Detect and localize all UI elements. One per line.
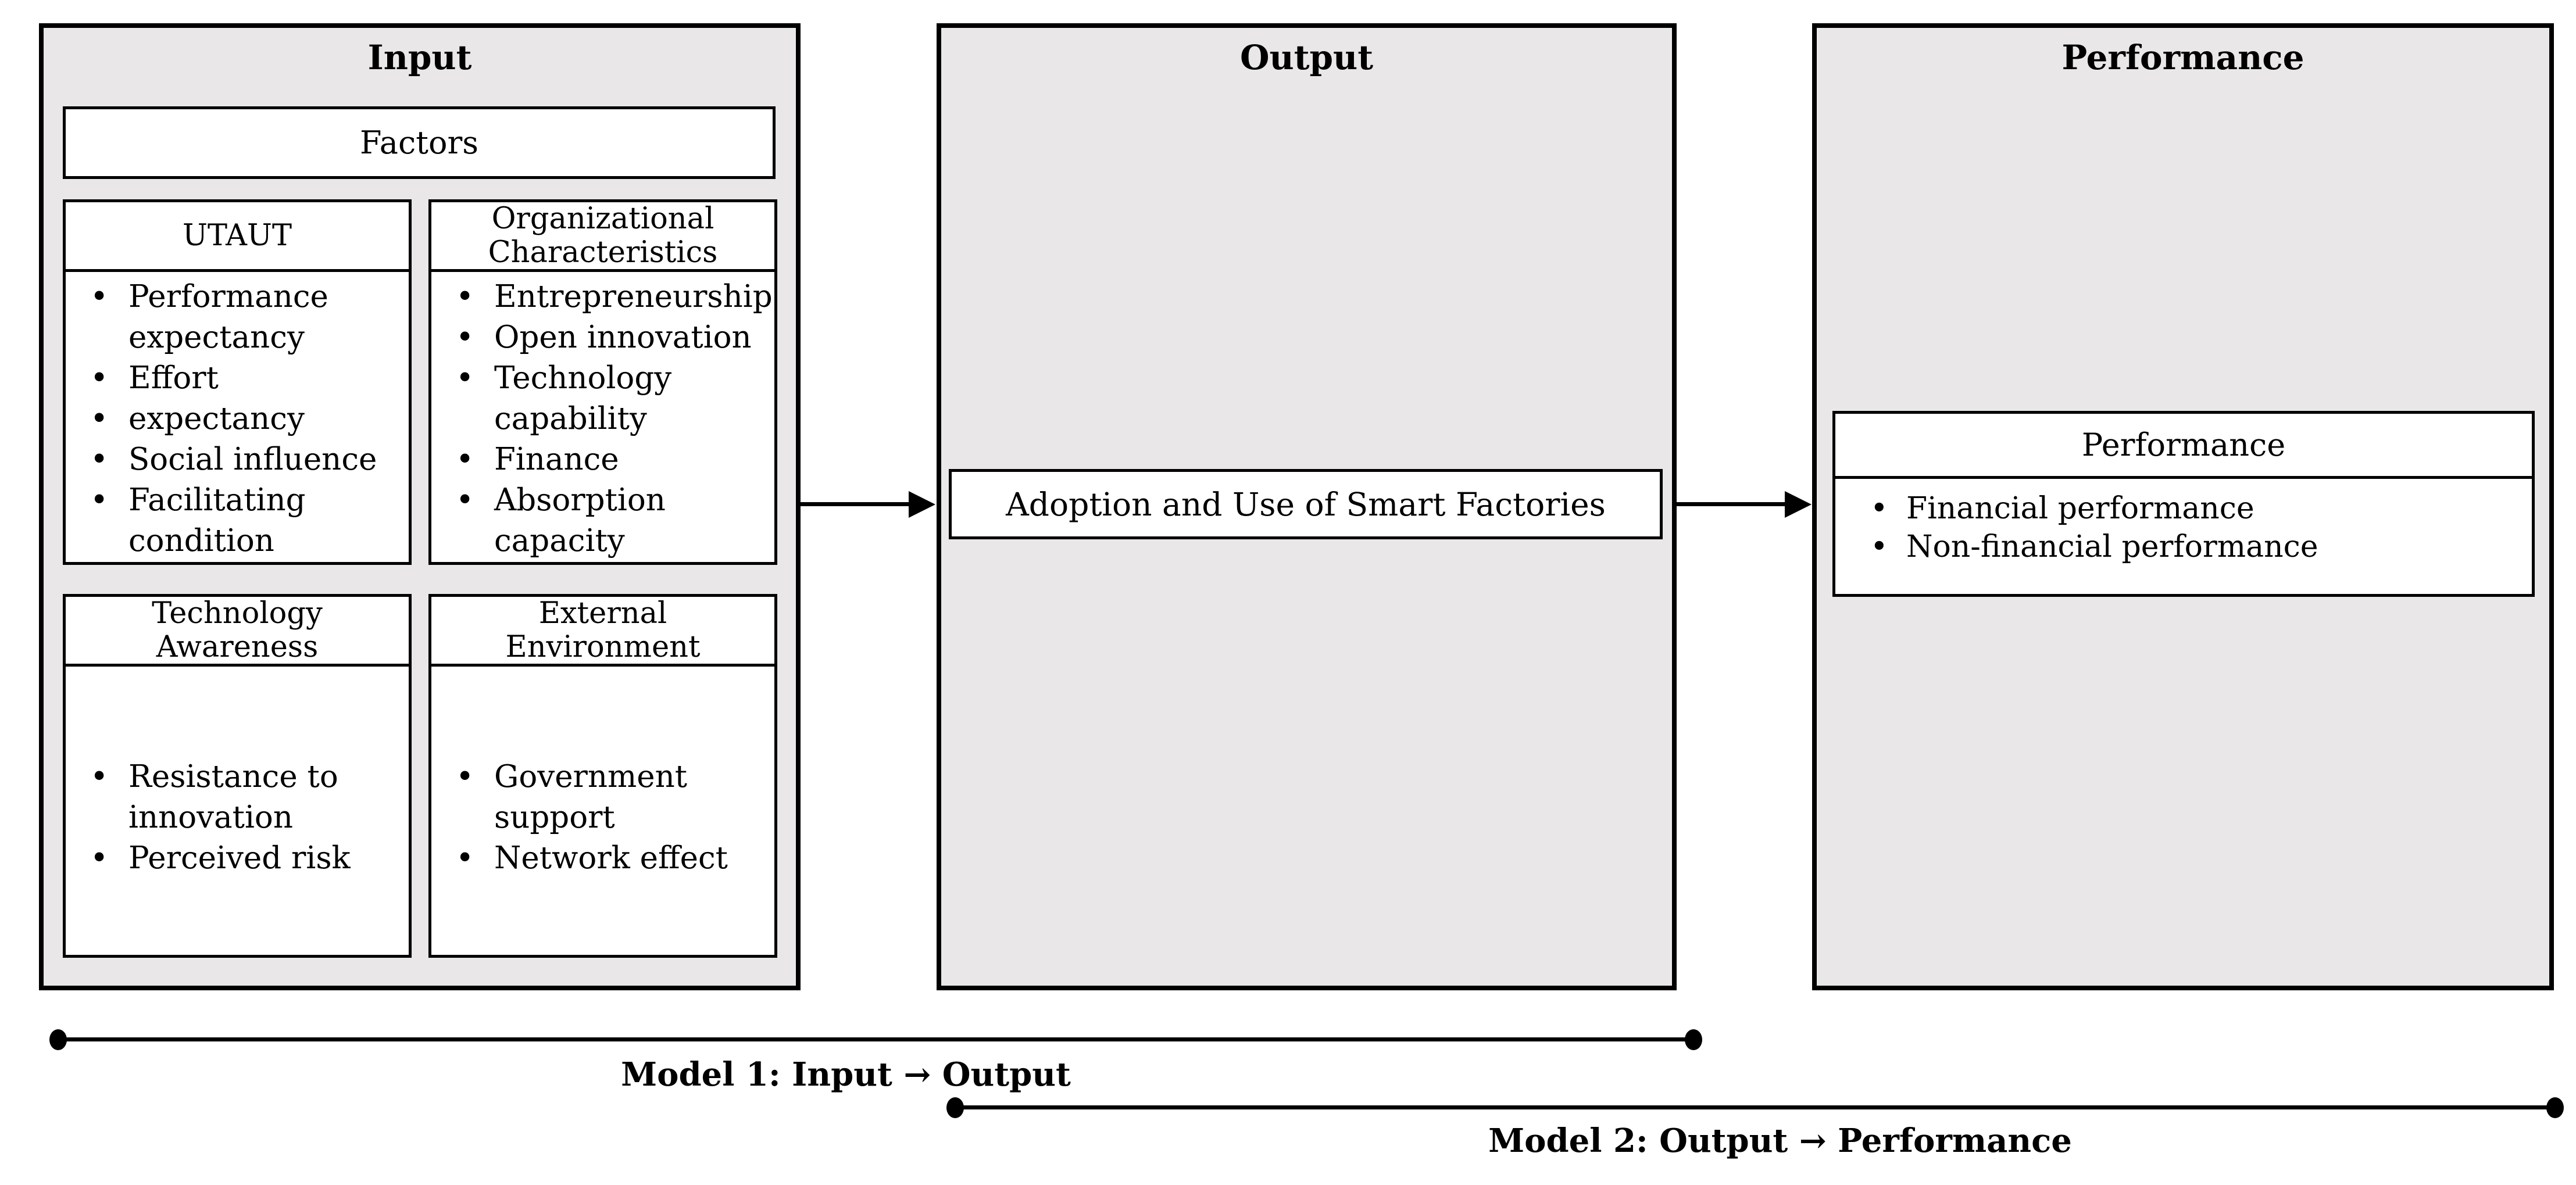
bullet-icon bbox=[456, 277, 494, 317]
line-endpoint-dot bbox=[49, 1029, 67, 1050]
performance-box-body: Financial performance Non-financial perf… bbox=[1835, 479, 2532, 566]
arrow-right-icon bbox=[1785, 491, 1812, 518]
list-item-text: Resistance to innovation bbox=[128, 759, 338, 835]
list-item: Resistance to innovation bbox=[90, 757, 398, 838]
list-item: Network effect bbox=[456, 838, 764, 879]
input-output-arrow-line bbox=[801, 502, 909, 506]
list-item-text: Government support bbox=[494, 759, 688, 835]
technology-awareness-body: Resistance to innovation Perceived risk bbox=[66, 667, 409, 879]
output-panel: Output Adoption and Use of Smart Factori… bbox=[937, 23, 1677, 990]
performance-box-header: Performance bbox=[1835, 414, 2532, 479]
list-item: Social influence bbox=[90, 439, 398, 480]
list-item: Absorption capacity bbox=[456, 480, 764, 561]
model1-range-line bbox=[56, 1037, 1695, 1041]
bullet-icon bbox=[456, 757, 494, 838]
list-item-text: Open innovation bbox=[494, 320, 752, 355]
bullet-icon bbox=[90, 358, 128, 399]
list-item-text: Performance expectancy bbox=[128, 279, 328, 355]
list-item: expectancy bbox=[90, 399, 398, 439]
bullet-icon bbox=[90, 757, 128, 838]
list-item: Performance expectancy bbox=[90, 277, 398, 358]
technology-awareness-box: Technology Awareness Resistance to innov… bbox=[63, 594, 412, 958]
list-item-text: Facilitating condition bbox=[128, 482, 306, 559]
list-item: Entrepreneurship bbox=[456, 277, 773, 317]
list-item-text: Non-financial performance bbox=[1906, 529, 2318, 564]
list-item: Effort bbox=[90, 358, 398, 399]
list-item: Perceived risk bbox=[90, 838, 398, 879]
external-environment-box: External Environment Government support … bbox=[428, 594, 777, 958]
list-item-text: Network effect bbox=[494, 840, 728, 876]
adoption-box: Adoption and Use of Smart Factories bbox=[949, 469, 1663, 539]
organizational-characteristics-body: Entrepreneurship Open innovation Technol… bbox=[431, 272, 774, 561]
bullet-icon bbox=[1870, 489, 1906, 528]
list-item: Non-financial performance bbox=[1870, 528, 2520, 566]
performance-panel: Performance Performance Financial perfor… bbox=[1812, 23, 2554, 990]
model1-label: Model 1: Input → Output bbox=[621, 1055, 1071, 1094]
bullet-icon bbox=[90, 439, 128, 480]
factors-box: Factors bbox=[63, 106, 776, 179]
list-item: Open innovation bbox=[456, 317, 764, 358]
list-item-text: Perceived risk bbox=[128, 840, 351, 876]
input-panel-title: Input bbox=[367, 38, 472, 77]
bullet-icon bbox=[456, 358, 494, 439]
list-item: Financial performance bbox=[1870, 489, 2520, 528]
bullet-icon bbox=[90, 277, 128, 358]
list-item: Technology capability bbox=[456, 358, 764, 439]
bullet-icon bbox=[90, 480, 128, 561]
external-environment-body: Government support Network effect bbox=[431, 667, 774, 879]
list-item-text: Effort bbox=[128, 360, 219, 396]
list-item-text: Absorption capacity bbox=[494, 482, 666, 559]
list-item-text: Finance bbox=[494, 442, 619, 477]
bullet-icon bbox=[90, 399, 128, 439]
bullet-icon bbox=[456, 439, 494, 480]
model2-range-line bbox=[955, 1105, 2556, 1109]
input-panel: Input Factors UTAUT Performance expectan… bbox=[39, 23, 801, 990]
factors-label: Factors bbox=[360, 124, 478, 161]
list-item-text: Social influence bbox=[128, 442, 377, 477]
line-endpoint-dot bbox=[1685, 1029, 1702, 1050]
line-endpoint-dot bbox=[2546, 1097, 2564, 1118]
arrow-right-icon bbox=[909, 491, 935, 518]
adoption-box-label: Adoption and Use of Smart Factories bbox=[1006, 485, 1606, 523]
organizational-characteristics-box: Organizational Characteristics Entrepren… bbox=[428, 199, 777, 565]
technology-awareness-header: Technology Awareness bbox=[66, 596, 409, 667]
organizational-characteristics-header: Organizational Characteristics bbox=[431, 202, 774, 272]
bullet-icon bbox=[456, 838, 494, 879]
model2-label: Model 2: Output → Performance bbox=[1488, 1122, 2072, 1160]
list-item-text: Financial performance bbox=[1906, 491, 2255, 526]
utaut-box: UTAUT Performance expectancy Effort expe… bbox=[63, 199, 412, 565]
bullet-icon bbox=[456, 317, 494, 358]
performance-panel-title: Performance bbox=[2061, 38, 2305, 77]
bullet-icon bbox=[1870, 528, 1906, 566]
list-item: Facilitating condition bbox=[90, 480, 398, 561]
performance-box: Performance Financial performance Non-fi… bbox=[1832, 411, 2535, 597]
utaut-box-body: Performance expectancy Effort expectancy… bbox=[66, 272, 409, 561]
list-item-text: expectancy bbox=[128, 401, 305, 436]
bullet-icon bbox=[456, 480, 494, 561]
list-item: Government support bbox=[456, 757, 764, 838]
list-item-text: Entrepreneurship bbox=[494, 279, 773, 314]
line-endpoint-dot bbox=[946, 1097, 964, 1118]
bullet-icon bbox=[90, 838, 128, 879]
list-item-text: Technology capability bbox=[494, 360, 672, 436]
external-environment-header: External Environment bbox=[431, 596, 774, 667]
output-performance-arrow-line bbox=[1677, 502, 1785, 506]
utaut-box-header: UTAUT bbox=[66, 202, 409, 272]
list-item: Finance bbox=[456, 439, 764, 480]
output-panel-title: Output bbox=[1240, 38, 1373, 77]
